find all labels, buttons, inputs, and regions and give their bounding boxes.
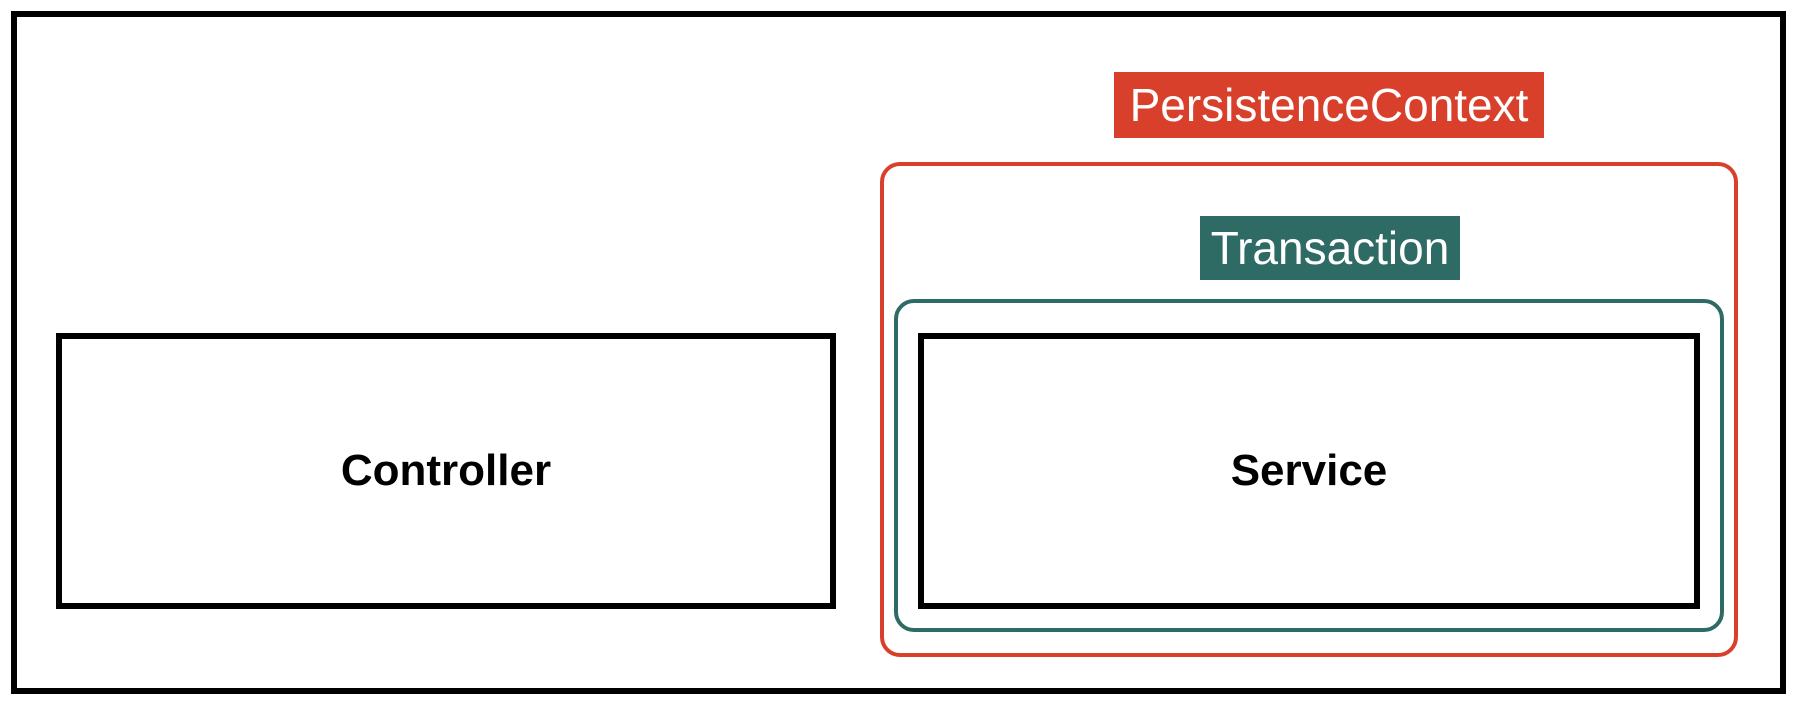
transaction-tag: Transaction <box>1200 216 1460 280</box>
service-box: Service <box>918 333 1700 609</box>
persistence-context-scope <box>880 162 1738 657</box>
transaction-scope <box>894 299 1724 632</box>
persistence-context-tag: PersistenceContext <box>1114 72 1544 138</box>
controller-label: Controller <box>340 446 552 495</box>
controller-box: Controller <box>56 333 836 609</box>
diagram-frame <box>11 11 1786 694</box>
service-label: Service <box>1230 446 1388 495</box>
